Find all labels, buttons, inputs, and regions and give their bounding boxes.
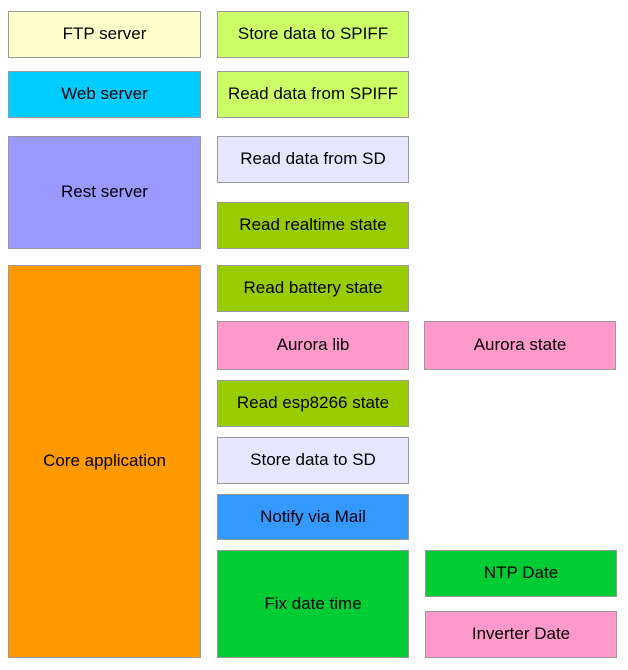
rest-server-block: Rest server [8,136,201,249]
notify-via-mail-block: Notify via Mail [217,494,409,540]
store-data-spiff-block: Store data to SPIFF [217,11,409,58]
store-data-sd-block: Store data to SD [217,437,409,484]
core-application-block: Core application [8,265,201,658]
read-data-spiff-block: Read data from SPIFF [217,71,409,118]
read-esp8266-state-block: Read esp8266 state [217,380,409,427]
aurora-state-block: Aurora state [424,321,616,370]
ftp-server-block: FTP server [8,11,201,58]
read-data-sd-block: Read data from SD [217,136,409,183]
fix-date-time-block: Fix date time [217,550,409,658]
read-realtime-state-block: Read realtime state [217,202,409,249]
inverter-date-block: Inverter Date [425,611,617,658]
read-battery-state-block: Read battery state [217,265,409,312]
web-server-block: Web server [8,71,201,118]
ntp-date-block: NTP Date [425,550,617,597]
aurora-lib-block: Aurora lib [217,321,409,370]
